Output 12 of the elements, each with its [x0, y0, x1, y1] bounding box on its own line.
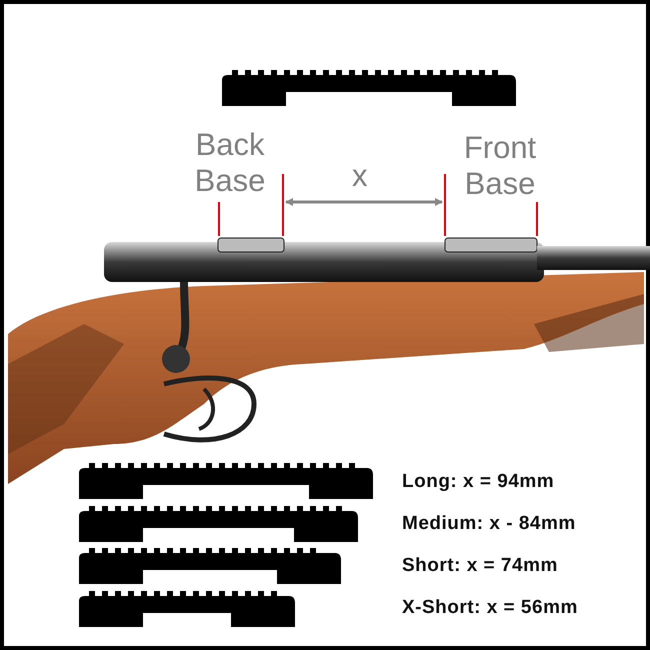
scope-rail-drawing [79, 506, 358, 542]
spec-text: Short: x = 74mm [402, 555, 558, 577]
mount-label: Back Base [194, 127, 266, 199]
spec-text: Medium: x - 84mm [402, 513, 576, 535]
spec-text: Long: x = 94mm [402, 471, 554, 493]
mount-label: Front Base [462, 130, 538, 202]
scope-rail-drawing [79, 548, 341, 584]
dimension-label: x [352, 158, 368, 194]
scope-rail-drawing [79, 591, 295, 627]
spec-text: X-Short: x = 56mm [402, 597, 578, 619]
scope-rail-drawing [79, 463, 373, 499]
scope-rail-drawing [222, 70, 516, 106]
